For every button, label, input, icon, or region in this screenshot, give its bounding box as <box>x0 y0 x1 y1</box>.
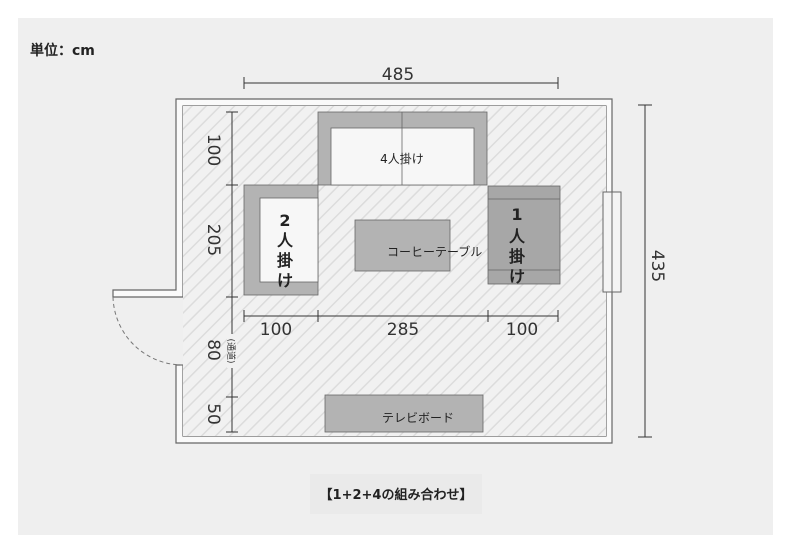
left-dim-2: 205 <box>203 224 223 256</box>
seat-dim-3: 100 <box>506 320 538 340</box>
sofa-2-label-4: け <box>277 271 293 290</box>
passage-label: (通道) <box>225 338 237 363</box>
seat-dim-1: 100 <box>260 320 292 340</box>
depth-dimension <box>638 104 652 438</box>
width-label: 485 <box>382 65 414 85</box>
left-dimension <box>226 111 238 433</box>
sofa-1-seat <box>487 185 561 285</box>
coffee-table <box>354 219 451 272</box>
unit-label: 単位：cm <box>30 42 95 59</box>
sofa-1-label-1: 1 <box>511 205 522 224</box>
depth-label: 435 <box>647 250 667 282</box>
left-dim-3: 80 <box>203 339 223 361</box>
sofa-1-label-4: け <box>509 267 525 286</box>
left-dim-1: 100 <box>203 134 223 166</box>
width-dimension <box>243 77 559 89</box>
door-swing <box>112 296 184 366</box>
sofa-2-seat <box>243 184 319 296</box>
tv-board <box>324 394 484 433</box>
sofa-4-label: 4人掛け <box>380 151 424 166</box>
caption-box <box>310 474 482 514</box>
left-dim-4: 50 <box>203 403 223 425</box>
sofa-1-label-2: 人 <box>509 227 526 246</box>
seating-dimension <box>243 310 559 322</box>
tv-board-label: テレビボード <box>382 411 454 425</box>
sofa-2-label-1: 2 <box>279 211 290 230</box>
sofa-4-seat <box>317 111 488 186</box>
sofa-2-label-2: 人 <box>277 231 294 250</box>
coffee-table-label: コーヒーテーブル <box>387 244 482 259</box>
sofa-1-label-3: 掛 <box>509 247 525 266</box>
sofa-2-label-3: 掛 <box>277 251 293 270</box>
caption: 【1+2+4の組み合わせ】 <box>320 487 473 503</box>
seat-dim-2: 285 <box>387 320 419 340</box>
